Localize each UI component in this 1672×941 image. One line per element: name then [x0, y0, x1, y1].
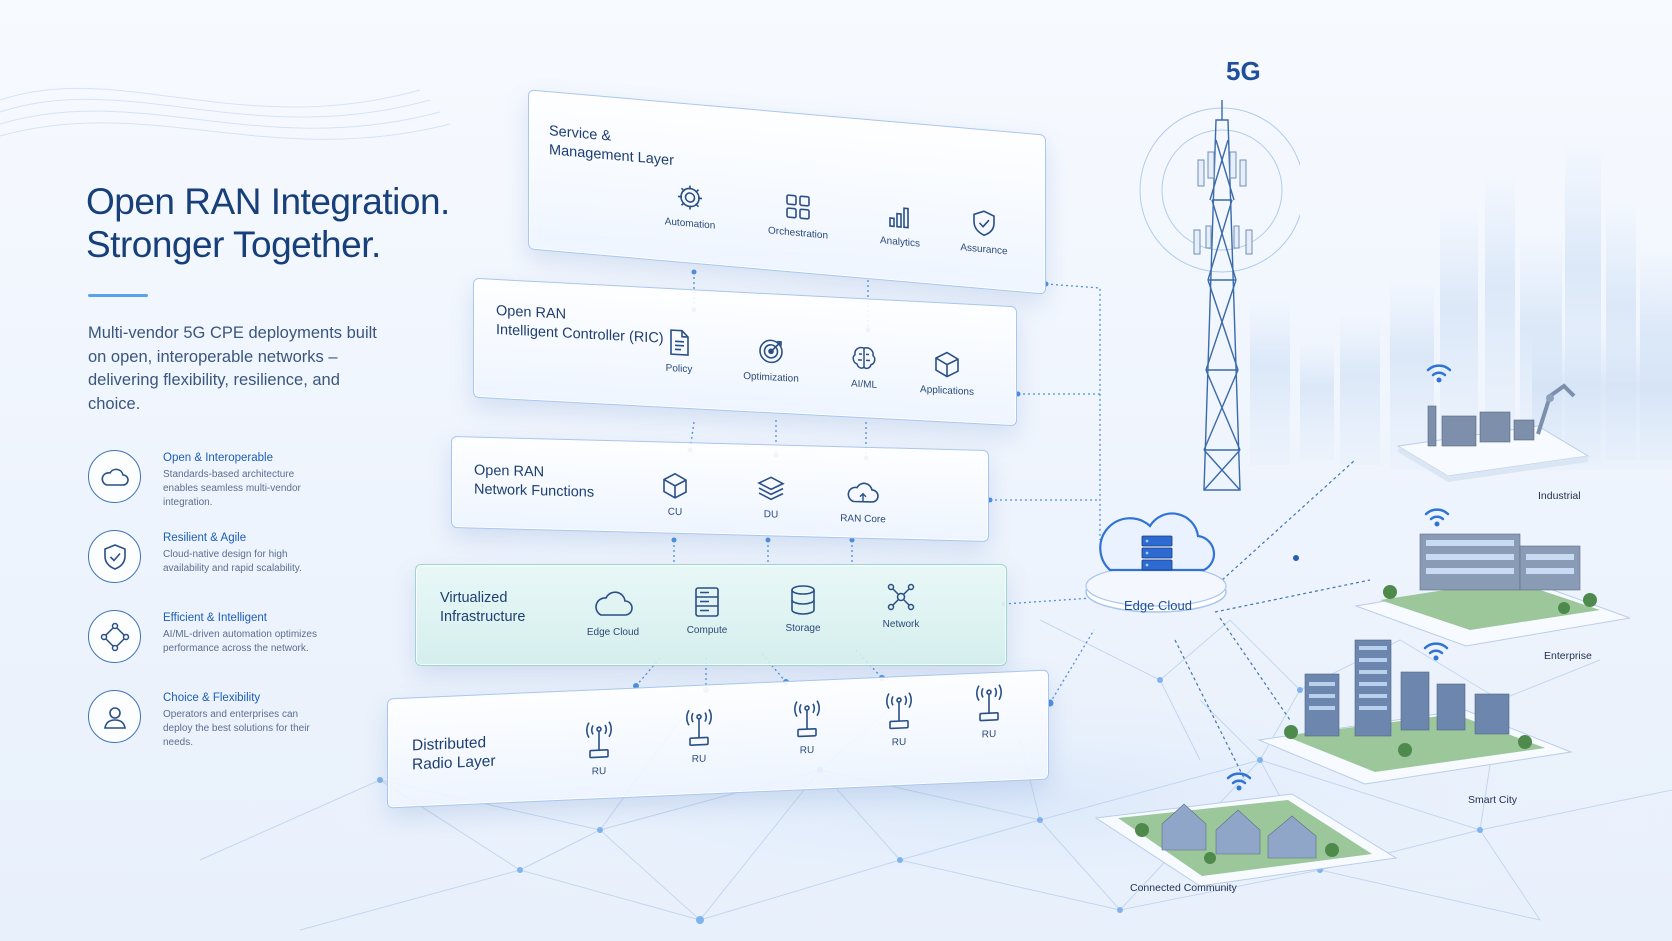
layer-virtualized-infrastructure: Virtualized Infrastructure Edge Cloud Co…: [415, 564, 1007, 666]
bar-chart-icon: [889, 207, 909, 229]
edge-links: [1174, 459, 1371, 781]
industrial-site-icon: [1396, 364, 1590, 482]
server-icon: [695, 587, 719, 617]
nf-item-ran-core: RAN Core: [818, 477, 908, 526]
feature-open-interoperable: Open & Interoperable Standards-based arc…: [88, 450, 368, 510]
ric-item-policy: Policy: [634, 325, 724, 377]
enterprise-site-icon: [1354, 508, 1630, 647]
infra-item-storage: Storage: [758, 583, 848, 634]
page-title: Open RAN Integration. Stronger Together.: [86, 180, 450, 266]
title-line-1: Open RAN Integration.: [86, 181, 450, 222]
network-icon: [887, 583, 915, 611]
service-item-assurance: Assurance: [939, 204, 1029, 259]
wave-decoration: [0, 87, 451, 140]
service-item-analytics: Analytics: [855, 197, 945, 252]
feature-title: Choice & Flexibility: [163, 692, 261, 704]
subtitle: Multi-vendor 5G CPE deployments built on…: [88, 324, 377, 413]
destination-connected-community: Connected Community: [1130, 882, 1237, 894]
radio-unit-icon: [976, 684, 1002, 722]
radio-item-ru-5: RU: [944, 681, 1034, 742]
destination-industrial: Industrial: [1538, 490, 1581, 502]
feature-title: Resilient & Agile: [163, 532, 247, 544]
user-icon: [88, 690, 141, 743]
smart-city-site-icon: [1257, 639, 1573, 785]
nf-item-cu: CU: [630, 470, 720, 519]
destination-smart-city: Smart City: [1468, 794, 1518, 806]
feature-title: Efficient & Intelligent: [163, 612, 267, 624]
feature-description: AI/ML-driven automation optimizes perfor…: [163, 629, 317, 654]
edge-cloud-label: Edge Cloud: [1124, 598, 1192, 613]
shield-check-icon: [973, 210, 995, 237]
feature-description: Cloud-native design for high availabilit…: [163, 549, 302, 574]
tower-5g-label: 5G: [1226, 56, 1261, 86]
infra-item-network: Network: [856, 581, 946, 630]
cloud-icon: [847, 482, 879, 503]
radio-unit-icon: [686, 708, 712, 746]
feature-choice-flexibility: Choice & Flexibility Operators and enter…: [88, 690, 368, 750]
title-divider: [88, 294, 148, 297]
target-icon: [759, 339, 783, 364]
layers-icon: [757, 476, 785, 501]
feature-efficient-intelligent: Efficient & Intelligent AI/ML-driven aut…: [88, 610, 368, 670]
cloud-icon: [88, 450, 141, 503]
cloud-icon: [595, 591, 633, 616]
layer-title: Open RAN Network Functions: [474, 462, 595, 501]
document-icon: [670, 329, 689, 356]
cell-tower-icon: [1139, 100, 1300, 491]
infra-item-edge-cloud: Edge Cloud: [568, 587, 658, 638]
ric-item-ai-ml: AI/ML: [819, 341, 909, 393]
edge-cloud-icon: [1085, 512, 1227, 613]
ric-item-optimization: Optimization: [726, 334, 816, 386]
layer-network-functions: Open RAN Network Functions CU DU RAN Cor…: [451, 435, 989, 543]
layer-title: Distributed Radio Layer: [412, 734, 496, 774]
feature-description: Operators and enterprises can deploy the…: [163, 709, 310, 748]
feature-title: Open & Interoperable: [163, 452, 273, 464]
radio-item-ru-2: RU: [654, 706, 744, 767]
ric-item-applications: Applications: [902, 347, 992, 399]
city-skyline: [1250, 135, 1672, 470]
radio-item-ru-3: RU: [762, 697, 852, 758]
service-item-automation: Automation: [645, 179, 735, 234]
feature-resilient-agile: Resilient & Agile Cloud-native design fo…: [88, 530, 368, 590]
destination-enterprise: Enterprise: [1544, 650, 1592, 662]
brain-icon: [852, 346, 876, 370]
service-item-orchestration: Orchestration: [753, 188, 843, 243]
radio-unit-icon: [794, 700, 820, 738]
radio-item-ru-4: RU: [854, 689, 944, 750]
title-line-2: Stronger Together.: [86, 224, 381, 265]
layer-ric: Open RAN Intelligent Controller (RIC) Po…: [473, 277, 1017, 427]
layer-service-management: Service & Management Layer Automation Or…: [528, 89, 1046, 295]
layer-title: Virtualized Infrastructure: [440, 590, 526, 625]
radio-unit-icon: [886, 692, 912, 730]
infra-item-compute: Compute: [662, 585, 752, 636]
layer-title: Service & Management Layer: [549, 123, 674, 170]
connected-community-site-icon: [1094, 772, 1398, 887]
feature-description: Standards-based architecture enables sea…: [163, 469, 301, 508]
network-nodes-icon: [88, 610, 141, 663]
grid-icon: [786, 194, 810, 220]
layer-distributed-radio: Distributed Radio Layer RU RU RU RU RU: [387, 669, 1049, 809]
database-icon: [791, 585, 815, 615]
radio-unit-icon: [586, 721, 612, 759]
shield-check-icon: [88, 530, 141, 583]
gear-icon: [678, 185, 702, 210]
nf-item-du: DU: [726, 472, 816, 521]
cube-icon: [663, 472, 687, 499]
cube-icon: [935, 351, 959, 378]
radio-item-ru-1: RU: [554, 718, 644, 779]
